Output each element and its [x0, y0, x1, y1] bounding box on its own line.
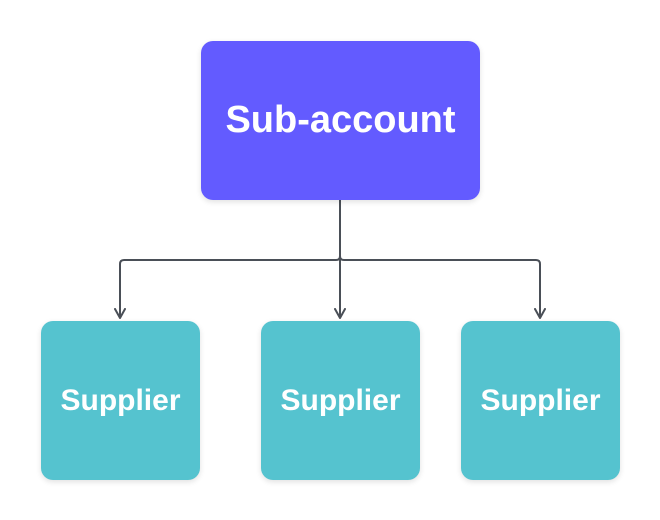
- supplier-node-3[interactable]: Supplier: [461, 321, 620, 480]
- supplier-label: Supplier: [280, 383, 401, 417]
- supplier-label: Supplier: [480, 383, 601, 417]
- connector-to-child-1: [114, 255, 341, 319]
- supplier-node-2[interactable]: Supplier: [261, 321, 420, 480]
- supplier-node-1[interactable]: Supplier: [41, 321, 200, 480]
- sub-account-label: Sub-account: [225, 99, 456, 141]
- connector-to-child-3: [339, 255, 546, 319]
- supplier-label: Supplier: [60, 383, 181, 417]
- sub-account-node[interactable]: Sub-account: [201, 41, 480, 200]
